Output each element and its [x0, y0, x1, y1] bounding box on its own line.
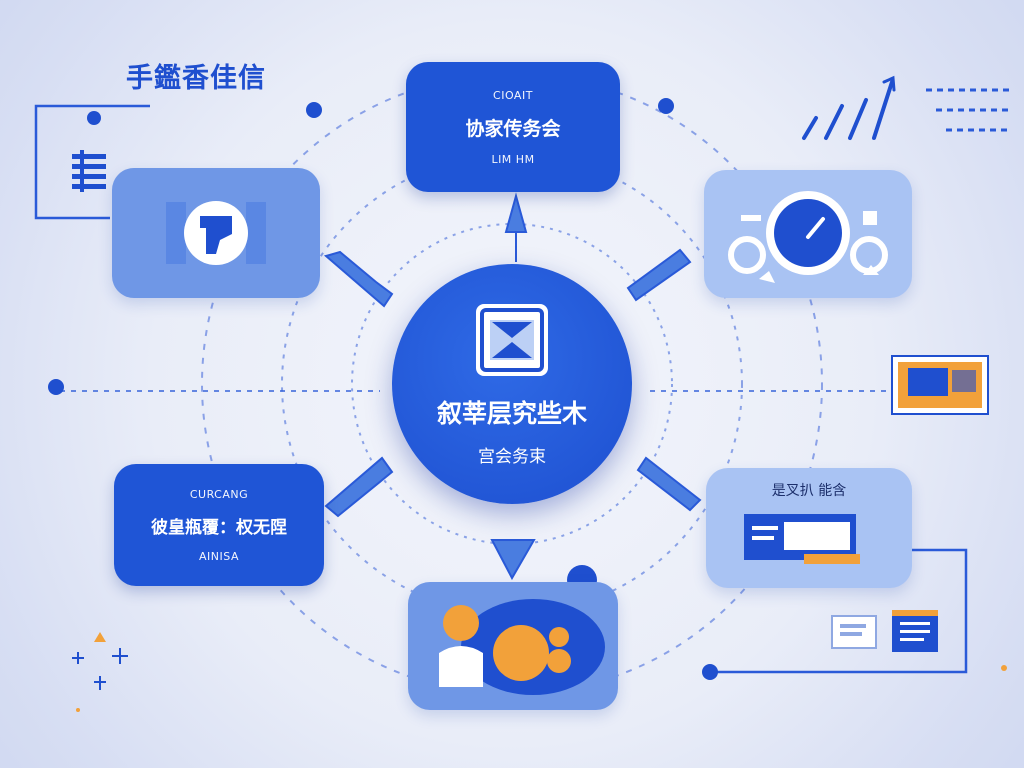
dot — [48, 379, 64, 395]
hub-title: 叙莘层究些木 — [436, 399, 587, 428]
browser-window-icon — [744, 514, 860, 564]
node-top[interactable]: CIOAIT 协家传务会 LIM HM — [406, 62, 620, 192]
node-bottom-left-subcaption: AINISA — [199, 549, 239, 563]
node-bottom-left[interactable]: CURCANG 彼皇瓶覆：权无陧 AINISA — [114, 464, 324, 586]
trend-chart-icon — [802, 75, 896, 140]
sparkle-icon — [76, 632, 1007, 712]
arrow-left-bottom — [324, 456, 394, 518]
central-hub[interactable]: 叙莘层究些木 宫会务束 — [392, 264, 632, 504]
node-bottom-right-label: 是叉扒 能含 — [771, 483, 847, 499]
node-top-subcaption: LIM HM — [491, 152, 535, 166]
node-top-right[interactable] — [704, 170, 912, 298]
dot — [658, 98, 674, 114]
arrow-right-top — [626, 248, 692, 302]
document-icon — [166, 201, 266, 265]
node-bottom-left-caption: CURCANG — [189, 487, 249, 501]
node-bottom-right[interactable]: 是叉扒 能含 — [706, 468, 912, 588]
gauge-icon — [728, 191, 888, 283]
node-top-left[interactable] — [112, 168, 320, 298]
connector-arrows — [323, 192, 702, 581]
window-icon — [476, 304, 548, 376]
arrow-right-bottom — [636, 456, 702, 512]
doc-list-icon — [72, 150, 106, 192]
bracket-lines — [34, 104, 968, 674]
dot — [87, 111, 101, 125]
arrow-top — [504, 192, 528, 233]
node-top-title: 协家传务会 — [465, 117, 561, 140]
node-top-caption: CIOAIT — [493, 88, 533, 102]
sparkle-icon — [72, 648, 128, 690]
users-icon — [439, 599, 605, 695]
dot — [306, 102, 322, 118]
node-bottom-left-title: 彼皇瓶覆：权无陧 — [151, 517, 287, 538]
arrow-left-top — [323, 250, 394, 308]
page-title: 手鑑香佳信 — [126, 63, 266, 94]
dash-lines-decoration — [926, 88, 1010, 132]
dot — [702, 664, 718, 680]
arrow-bottom — [490, 539, 536, 581]
node-bottom[interactable] — [408, 582, 618, 710]
hub-subtitle: 宫会务束 — [478, 447, 546, 467]
